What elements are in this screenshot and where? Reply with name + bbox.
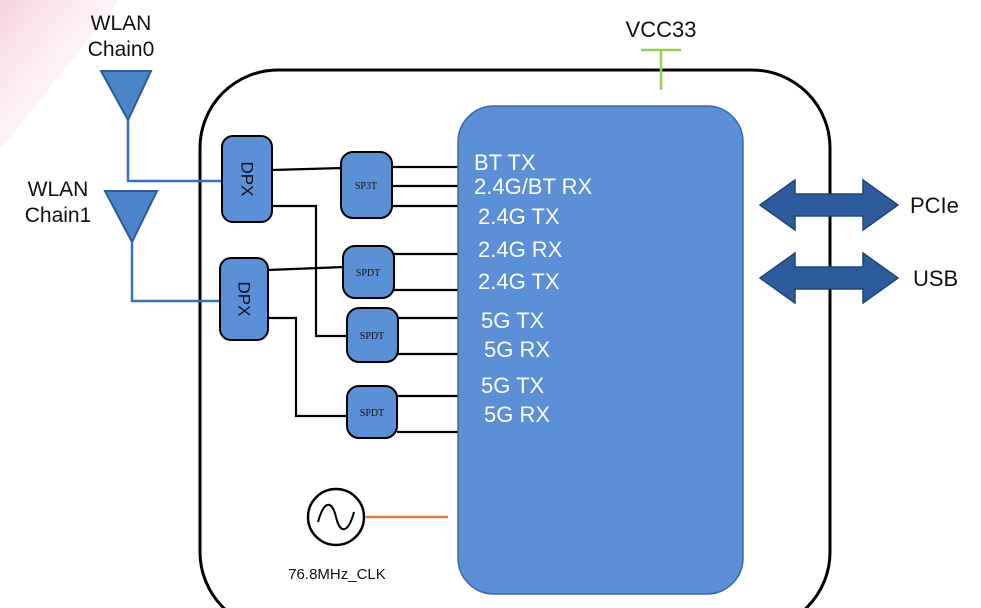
switch-spdt-2g4-label: SPDT [356,268,380,279]
usb-bidirectional-arrow-icon [758,251,900,305]
pin-label-5g-tx: 5G TX [481,308,545,333]
pin-label-5g-tx-2: 5G TX [481,373,545,398]
antenna-chain1-label-line2: Chain1 [25,204,92,227]
switch-sp3t-label: SP3T [355,181,377,192]
pin-label-2g4-tx: 2.4G TX [478,204,560,229]
switch-spdt-5g-chain1: SPDT [346,385,398,439]
module-outline [198,68,832,608]
clock-source: 76.8MHz_CLK [288,487,448,583]
antenna-chain0-icon [99,70,153,123]
antenna-chain0-label-line1: WLAN [91,12,152,35]
wifi-bt-chip [457,105,744,595]
pin-label-2g4-rx: 2.4G RX [478,237,563,262]
switch-spdt-5g-chain0: SPDT [346,307,399,363]
pin-label-5g-rx-2: 5G RX [484,402,550,427]
switch-spdt-5g-chain1-label: SPDT [360,408,384,419]
pcie-label: PCIe [910,193,959,218]
pin-label-2g4-tx-2: 2.4G TX [478,269,560,294]
switch-spdt-2g4: SPDT [342,245,395,299]
rf-wiring [267,165,458,434]
duplexer-2: DPX [219,257,269,341]
pin-label-bt-tx: BT TX [474,150,536,175]
pcie-bidirectional-arrow-icon [758,178,900,232]
antenna-chain1: WLAN Chain1 [25,178,224,303]
pcie-interface: PCIe [758,178,959,232]
antenna-chain0-label-line2: Chain0 [88,38,155,61]
vcc-label: VCC33 [626,17,697,42]
corner-shading [0,0,120,150]
clock-label: 76.8MHz_CLK [288,566,386,583]
usb-interface: USB [758,251,958,305]
antenna-chain1-feedline [130,242,224,303]
pin-label-5g-rx: 5G RX [484,337,550,362]
duplexer-1: DPX [221,135,273,223]
chip-pin-labels: BT TX 2.4G/BT RX 2.4G TX 2.4G RX 2.4G TX… [474,150,593,427]
antenna-chain1-icon [103,190,159,245]
sine-wave-icon [317,503,355,531]
antenna-chain0: WLAN Chain0 [88,12,224,183]
antenna-chain0-feedline [126,120,224,183]
usb-label: USB [913,266,958,291]
antenna-chain1-label-line1: WLAN [28,178,89,201]
duplexer-1-label: DPX [238,162,257,197]
vcc-power-connector: VCC33 [626,17,697,90]
duplexer-2-label: DPX [235,282,254,317]
pin-label-2g4-bt-rx: 2.4G/BT RX [474,174,593,199]
switch-sp3t: SP3T [340,151,393,219]
switch-spdt-5g-chain0-label: SPDT [360,331,384,342]
